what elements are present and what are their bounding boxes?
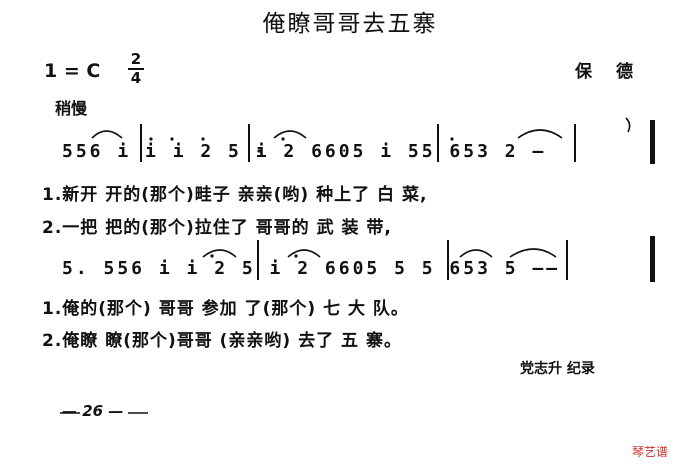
meter-divider (128, 68, 144, 70)
lyric-verse-2-line-2: 2.俺瞭 瞭(那个)哥哥 (亲亲哟) 去了 五 寨。 (42, 331, 402, 351)
octave-dot (149, 137, 153, 141)
bar-line (566, 240, 568, 280)
slur-mark (91, 130, 123, 139)
octave-dot (170, 137, 174, 141)
bar-line-end (650, 236, 655, 282)
slur-mark (509, 248, 557, 258)
lyric-verse-1: 1.新开 开的(那个)畦子 亲亲(哟) 种上了 白 菜, (42, 185, 428, 205)
slur-mark (287, 249, 321, 258)
page-title: 俺瞭哥哥去五寨 (262, 11, 438, 37)
octave-dot (201, 137, 205, 141)
bar-line (248, 124, 250, 162)
octave-dot (450, 137, 454, 141)
key-signature: 1 = C (44, 60, 101, 82)
watermark-logo: 琴艺谱 (632, 445, 669, 459)
lyric-verse-2: 2.一把 把的(那个)拉住了 哥哥的 武 装 带, (42, 218, 392, 238)
meter-bottom: 4 (130, 69, 142, 87)
time-signature: 2 4 (128, 52, 144, 86)
octave-dot (294, 254, 298, 258)
meter-top: 2 (130, 50, 142, 68)
breath-mark (625, 117, 631, 133)
slur-mark (202, 249, 237, 258)
notation-line-2: 5. 556 i i 2 5 i 2 6605 5 5 653 5 —— (62, 258, 561, 279)
slur-mark (459, 249, 493, 258)
slur-mark (273, 130, 307, 139)
transcriber-credit: 党志升 纪录 (520, 361, 595, 377)
bar-line (437, 124, 439, 162)
octave-dot (281, 137, 285, 141)
composer: 保德 (575, 62, 657, 82)
bar-line (447, 240, 449, 280)
octave-dot (210, 254, 214, 258)
octave-dot (257, 149, 261, 153)
tempo-marking: 稍慢 (55, 99, 88, 118)
bar-line-end (650, 120, 655, 164)
lyric-verse-1-line-2: 1.俺的(那个) 哥哥 参加 了(那个) 七 大 队。 (42, 299, 409, 319)
page-number: — 26 — (62, 402, 124, 420)
notation-line-1: 556 i i i 2 5 i 2 6605 i 55 653 2 — (62, 141, 547, 162)
bar-line (574, 124, 576, 162)
bar-line (257, 240, 259, 280)
bar-line (140, 124, 142, 162)
slur-mark (517, 129, 563, 139)
